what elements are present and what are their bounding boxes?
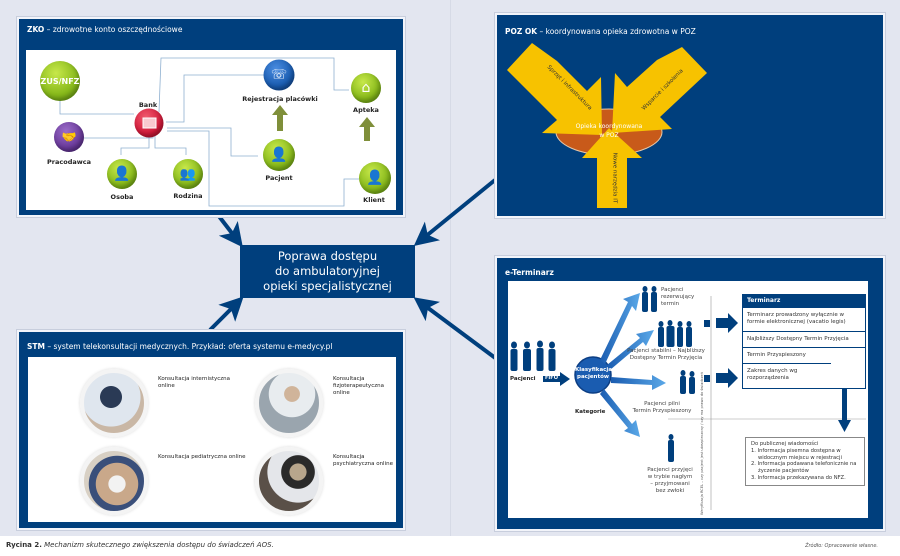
rodzina-node: 👥 [173, 159, 203, 189]
apteka-node: ⌂ [351, 73, 381, 103]
arrow-eterminarz-to-center [413, 297, 500, 362]
terminarz-row: Najbliższy Dostępny Termin Przyjęcia [743, 331, 865, 347]
stm-panel: STM – system telekonsultacji medycznych.… [17, 330, 405, 530]
pacjent-label: Pacjent [265, 174, 293, 182]
person-icon: 👤 [270, 147, 288, 163]
arrow-wsparcie [612, 47, 707, 133]
group-silhouettes [642, 286, 695, 462]
zko-title: ZKO – zdrowotne konto oszczędnościowe [27, 25, 183, 34]
person-icon: 👤 [366, 170, 384, 186]
group-icon: 👥 [179, 166, 197, 182]
photo-pediatric-consultation [80, 447, 148, 515]
klient-label: Klient [363, 196, 385, 204]
zko-diagram-area: ZUS/NFZ Bank 🤝 Pracodawca 👤 Osoba 👥 Rodz… [26, 50, 396, 210]
page-fold-line [450, 0, 451, 536]
stm-content-area: Konsultacja internistyczna online Konsul… [28, 357, 396, 522]
central-goal-line2: do ambulatoryjnej [275, 264, 380, 278]
figure-caption: Rycina 2. Mechanizm skutecznego zwiększe… [6, 541, 274, 549]
arrow-nowe-narzedzia [582, 128, 642, 208]
stm-item-pediatric: Konsultacja pediatryczna online [158, 454, 246, 460]
pracodawca-label: Pracodawca [47, 158, 91, 166]
handshake-icon: 🤝 [61, 130, 77, 144]
osoba-label: Osoba [110, 193, 134, 201]
stm-item-internist: Konsultacja internistyczna online [158, 376, 231, 389]
photo-psychiatric-consultation [255, 447, 323, 515]
kategorie-label: Kategorie [575, 409, 606, 415]
poz-panel: POZ OK – koordynowana opieka zdrowotna w… [495, 13, 885, 218]
pacjent-node: 👤 [263, 139, 295, 171]
zko-connector-lines [59, 57, 359, 207]
osoba-node: 👤 [107, 159, 137, 189]
arrows-to-terminarz [704, 313, 738, 388]
fifo-arrow [543, 372, 570, 386]
verification-vertical-note: Weryfikacja RCEL – czy pacjent jest ubez… [700, 372, 704, 515]
arrow-zko-to-center [216, 213, 243, 248]
arrow-poz-to-center [413, 178, 497, 247]
classification-arrows [600, 293, 666, 437]
zus-nfz-node: ZUS/NFZ [40, 61, 80, 101]
terminarz-header: Terminarz [743, 295, 865, 307]
apteka-label: Apteka [353, 106, 379, 114]
zko-panel: ZKO – zdrowotne konto oszczędnościowe ZU… [17, 17, 405, 217]
terminarz-row: Terminarz prowadzony wyłącznie w formie … [743, 307, 865, 331]
phone-icon: ☏ [270, 67, 288, 83]
person-icon: 👤 [113, 166, 131, 182]
central-goal-line3: opieki specjalistycznej [263, 279, 392, 293]
public-info-item: 3. Informacja przekazywana do NFZ. [751, 474, 846, 481]
public-info-box: Do publicznej wiadomości 1. Informacja p… [745, 437, 865, 486]
fifo-label: FIFO [545, 375, 558, 381]
photo-internist-consultation [80, 369, 148, 437]
public-info-item: 2. Informacja podawana telefonicznie na … [751, 461, 857, 475]
patients-label: Pacjenci [510, 376, 536, 382]
central-goal-line1: Poprawa dostępu [277, 249, 378, 263]
patients-silhouettes [510, 340, 556, 371]
house-icon: ⌂ [361, 80, 371, 96]
eterminarz-title: e-Terminarz [505, 268, 554, 277]
rodzina-label: Rodzina [173, 192, 203, 200]
bank-label: Bank [138, 101, 158, 109]
klasyfikacja-circle [574, 356, 612, 394]
stm-item-physio: Konsultacja fizjoterapeutyczna online [333, 376, 384, 396]
stm-item-psychiatric: Konsultacja psychiatryczna online [333, 454, 393, 467]
figure-source: Źródło: Opracowanie własne. [805, 543, 878, 549]
rejestracja-node: ☏ [263, 59, 295, 91]
arrow-sprzet [507, 43, 602, 135]
central-goal-box: Poprawa dostępu do ambulatoryjnej opieki… [240, 245, 415, 298]
up-arrow-klient-to-apteka [359, 117, 375, 141]
pracodawca-node: 🤝 [54, 122, 84, 152]
terminarz-row: Termin Przyspieszony [743, 347, 865, 363]
rejestracja-label: Rejestracja placówki [242, 95, 318, 103]
public-info-heading: Do publicznej wiadomości [751, 441, 819, 447]
terminarz-table: Terminarz Terminarz prowadzony wyłącznie… [742, 294, 866, 389]
bank-card-icon [142, 117, 156, 129]
photo-physio-consultation [255, 369, 323, 437]
up-arrow-pacjent-to-rejestracja [272, 105, 288, 131]
terminarz-row: Zakres danych wg rozporządzenia [743, 363, 831, 388]
poz-title: POZ OK – koordynowana opieka zdrowotna w… [505, 27, 696, 36]
public-info-item: 1. Informacja pisemna dostępna w widoczn… [751, 447, 842, 461]
klient-node: 👤 [359, 162, 391, 194]
arrow-stm-to-center [208, 296, 244, 332]
bank-node [134, 108, 164, 138]
stm-title: STM – system telekonsultacji medycznych.… [27, 342, 333, 351]
poz-diagram [507, 43, 707, 208]
